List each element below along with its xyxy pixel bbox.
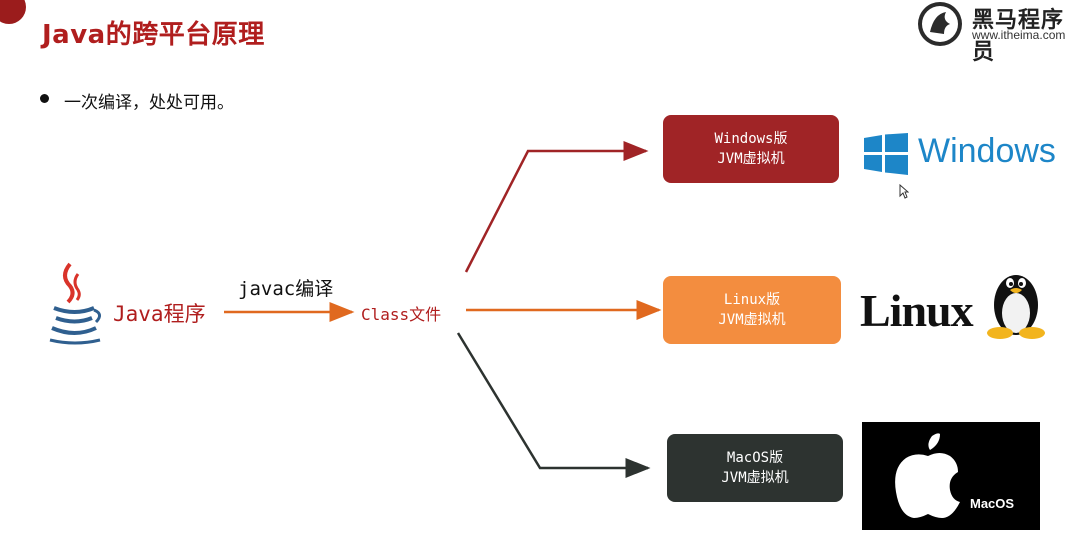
java-program-label: Java程序	[113, 302, 206, 326]
brand-name: 黑马程序员	[972, 8, 1065, 65]
bullet-icon	[40, 94, 49, 103]
java-cup-icon	[49, 262, 101, 345]
windows-logo-icon	[864, 133, 908, 175]
javac-compile-label: javac编译	[238, 278, 334, 300]
windows-logo-text: Windows	[918, 132, 1056, 170]
class-file-label: Class文件	[361, 305, 442, 324]
arrow-class-to-windows	[464, 141, 649, 273]
arrow-class-to-macos	[456, 332, 651, 478]
slide-title: Java的跨平台原理	[42, 20, 265, 50]
linux-jvm-box: Linux版 JVM虚拟机	[663, 276, 841, 344]
macos-logo-panel: MacOS	[862, 422, 1040, 530]
linux-logo-text: Linux	[860, 285, 974, 336]
apple-logo-icon	[895, 433, 960, 518]
linux-jvm-subtitle: JVM虚拟机	[718, 312, 786, 328]
bullet-text: 一次编译，处处可用。	[64, 93, 234, 113]
tux-penguin-icon	[987, 275, 1045, 339]
macos-jvm-title: MacOS版	[726, 450, 784, 466]
windows-jvm-subtitle: JVM虚拟机	[717, 151, 785, 167]
brand-url: www.itheima.com	[972, 28, 1066, 42]
linux-jvm-title: Linux版	[723, 292, 781, 308]
windows-jvm-title: Windows版	[714, 131, 788, 147]
macos-jvm-box: MacOS版 JVM虚拟机	[667, 434, 843, 502]
brand-mascot-icon	[918, 2, 962, 46]
macos-jvm-subtitle: JVM虚拟机	[721, 470, 789, 486]
mouse-cursor-icon	[899, 184, 909, 199]
windows-jvm-box: Windows版 JVM虚拟机	[663, 115, 839, 183]
macos-logo-text: MacOS	[970, 496, 1015, 511]
brand-logo: 黑马程序员 www.itheima.com	[918, 0, 1083, 65]
